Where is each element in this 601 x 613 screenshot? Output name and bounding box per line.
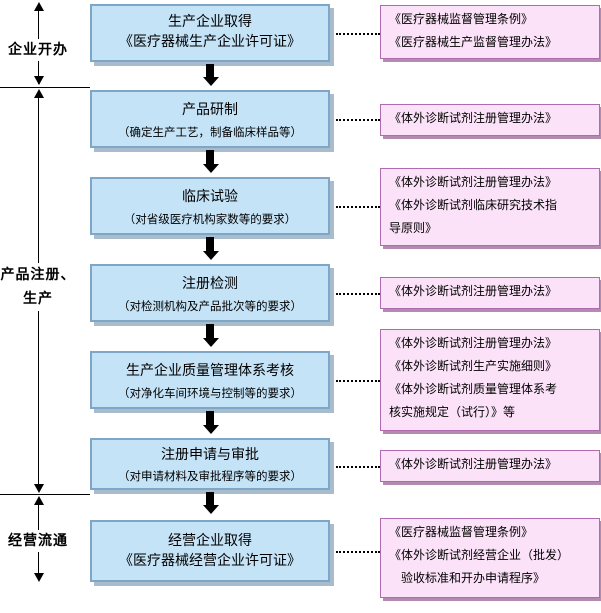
regulation-line: 《体外诊断试剂质量管理体系考 xyxy=(389,382,558,396)
phase-1-start-arrow-icon xyxy=(34,2,44,11)
phase-label-distribution: 经营流通 xyxy=(0,530,76,552)
step-subtitle: （对净化车间环境与控制等的要求） xyxy=(118,386,302,400)
regulation-line: 《医疗器械生产监督管理办法》 xyxy=(389,35,558,49)
step-manufacturer-license: 生产企业取得 《医疗器械生产企业许可证》 xyxy=(90,4,330,62)
down-arrow-icon xyxy=(203,237,219,260)
step-subtitle: （对检测机构及产品批次等的要求） xyxy=(118,299,302,313)
down-arrow-icon xyxy=(203,492,219,514)
regulation-line: 《体外诊断试剂经营企业（批发） xyxy=(389,548,570,562)
step-clinical-trial: 临床试验 （对省级医疗机构家数等的要求） xyxy=(90,177,330,235)
regulation-line: 《体外诊断试剂生产实施细则》 xyxy=(389,359,558,373)
phase-2-start-arrow-icon xyxy=(34,89,44,98)
regulation-line: 导原则》 xyxy=(389,221,438,235)
regulation-line: 《体外诊断试剂注册管理办法》 xyxy=(389,457,558,471)
regulation-line: 验收标准和开办申请程序》 xyxy=(401,571,546,585)
phase-2-end-arrow-icon xyxy=(34,484,44,493)
phase-3-start-arrow-icon xyxy=(34,496,44,505)
dotted-connector xyxy=(336,119,380,121)
step-title: 注册检测 xyxy=(182,276,238,292)
phase-label-registration-text: 产品注册、生产 xyxy=(0,267,76,307)
regulation-line: 《体外诊断试剂注册管理办法》 xyxy=(389,111,558,125)
step-registration-testing: 注册检测 （对检测机构及产品批次等的要求） xyxy=(90,264,330,322)
step-subtitle: （对省级医疗机构家数等的要求） xyxy=(123,212,297,226)
dotted-connector xyxy=(336,380,380,382)
step-registration-approval: 注册申请与审批 （对申请材料及审批程序等的要求） xyxy=(90,438,330,490)
regulation-line: 《体外诊断试剂注册管理办法》 xyxy=(389,175,558,189)
phase-label-registration: 产品注册、生产 xyxy=(0,263,76,311)
step-subtitle: （确定生产工艺，制备临床样品等） xyxy=(118,125,302,139)
regulation-line: 《体外诊断试剂注册管理办法》 xyxy=(389,336,558,350)
regulation-line: 核实施规定（试行）》等 xyxy=(389,405,516,419)
regulation-line: 《医疗器械监督管理条例》 xyxy=(389,12,534,26)
step-product-development: 产品研制 （确定生产工艺，制备临床样品等） xyxy=(90,90,330,148)
regulation-box: 《医疗器械监督管理条例》 《医疗器械生产监督管理办法》 xyxy=(380,5,600,59)
dotted-connector xyxy=(336,551,380,553)
step-quality-system-audit: 生产企业质量管理体系考核 （对净化车间环境与控制等的要求） xyxy=(90,351,330,409)
regulation-box: 《体外诊断试剂注册管理办法》 《体外诊断试剂临床研究技术指 导原则》 xyxy=(380,168,600,246)
step-title: 生产企业质量管理体系考核 xyxy=(126,363,294,379)
regulation-box: 《体外诊断试剂注册管理办法》 《体外诊断试剂生产实施细则》 《体外诊断试剂质量管… xyxy=(380,329,600,431)
down-arrow-icon xyxy=(203,150,219,173)
step-title: 生产企业取得 xyxy=(168,14,252,30)
step-distributor-license: 经营企业取得 《医疗器械经营企业许可证》 xyxy=(90,520,330,582)
phase-separator-1 xyxy=(0,87,90,88)
step-subtitle: 《医疗器械经营企业许可证》 xyxy=(119,553,301,569)
regulation-line: 《体外诊断试剂注册管理办法》 xyxy=(389,284,558,298)
phase-separator-2 xyxy=(0,494,90,495)
step-subtitle: （对申请材料及审批程序等的要求） xyxy=(118,469,302,483)
phase-label-setup: 企业开办 xyxy=(0,39,76,61)
regulation-line: 《医疗器械监督管理条例》 xyxy=(389,525,534,539)
regulation-box: 《体外诊断试剂注册管理办法》 xyxy=(380,104,600,136)
dotted-connector xyxy=(336,466,380,468)
down-arrow-icon xyxy=(203,64,219,86)
step-title: 注册申请与审批 xyxy=(161,447,259,463)
step-title: 经营企业取得 xyxy=(168,533,252,549)
dotted-connector xyxy=(336,206,380,208)
regulation-box: 《体外诊断试剂注册管理办法》 xyxy=(380,450,600,482)
dotted-connector xyxy=(336,33,380,35)
phase-3-end-arrow-icon xyxy=(34,573,44,582)
down-arrow-icon xyxy=(203,411,219,434)
dotted-connector xyxy=(336,293,380,295)
down-arrow-icon xyxy=(203,324,219,347)
step-subtitle: 《医疗器械生产企业许可证》 xyxy=(119,34,301,50)
regulation-box: 《体外诊断试剂注册管理办法》 xyxy=(380,277,600,309)
step-title: 产品研制 xyxy=(182,102,238,118)
step-title: 临床试验 xyxy=(182,189,238,205)
regulation-box: 《医疗器械监督管理条例》 《体外诊断试剂经营企业（批发） 验收标准和开办申请程序… xyxy=(380,518,600,598)
phase-1-end-arrow-icon xyxy=(34,76,44,85)
regulation-line: 《体外诊断试剂临床研究技术指 xyxy=(389,198,558,212)
